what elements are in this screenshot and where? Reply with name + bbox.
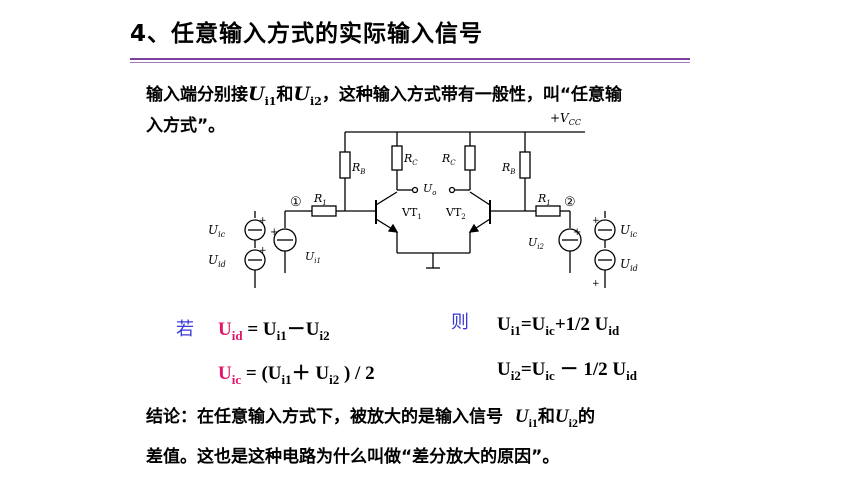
- conclusion-paragraph: 结论：在任意输入方式下，被放大的是输入信号 Ui1和Ui2的 差值。这也是这种电…: [146, 400, 766, 474]
- uo-label: Uo: [423, 182, 437, 197]
- page-title: 4、任意输入方式的实际输入信号: [130, 21, 484, 47]
- equation-ui1: Ui1=Uic+1/2 Uid: [497, 314, 620, 338]
- intro-text-1: 输入端分别接: [146, 85, 248, 105]
- intro-ui1: Ui1: [248, 83, 277, 108]
- rb-right-label: RB: [501, 161, 515, 176]
- svg-text:+: +: [592, 279, 600, 289]
- intro-ui2: Ui2: [293, 83, 322, 108]
- node1-label: ①: [290, 195, 302, 210]
- rc-right-label: RC: [441, 152, 456, 167]
- svg-text:+: +: [270, 227, 278, 238]
- ruo-label: 若: [176, 319, 194, 340]
- vt2-label: VT2: [445, 206, 466, 221]
- uic-left-label: Uic: [208, 223, 226, 239]
- conclusion-text-1: 结论：在任意输入方式下，被放大的是输入信号: [146, 407, 503, 427]
- title-underline: [130, 58, 690, 60]
- uic-right-label: Uic: [620, 223, 638, 239]
- uid-right-label: Uid: [620, 257, 638, 273]
- node2-label: ②: [564, 195, 576, 210]
- r1-right-label: R1: [537, 192, 551, 207]
- intro-text-2: ，这种输入方式带有一般性，叫“任意输: [321, 85, 623, 105]
- differential-amplifier-circuit: +VCC RB RC RC RB Uo VT1 VT2 R1 ① R1 ②: [208, 111, 638, 289]
- title-underline-thin: [130, 62, 690, 63]
- ui1-label: Ui1: [305, 250, 321, 265]
- vt1-label: VT1: [401, 206, 422, 221]
- conclusion-text-2: 的: [578, 407, 595, 427]
- rc-left-label: RC: [403, 152, 418, 167]
- r1-left-label: R1: [313, 192, 327, 207]
- ze-label: 则: [451, 312, 469, 333]
- equation-uic: Uic = (Ui1＋ Ui2 ) / 2: [218, 363, 375, 387]
- svg-text:+: +: [259, 216, 267, 226]
- svg-text:+: +: [592, 216, 600, 226]
- svg-text:+: +: [573, 227, 581, 238]
- conclusion-text-3: 差值。这也是这种电路为什么叫做“差分放大的原因”。: [146, 446, 560, 467]
- svg-text:+: +: [259, 246, 267, 256]
- conclusion-ui1: Ui1: [514, 406, 538, 430]
- vcc-label: +VCC: [550, 111, 581, 127]
- rb-left-label: RB: [351, 161, 365, 176]
- conclusion-he: 和: [537, 407, 555, 427]
- ui2-label: Ui2: [528, 236, 545, 251]
- uid-left-label: Uid: [208, 253, 226, 269]
- equation-uid: Uid = Ui1－Ui2: [218, 319, 330, 343]
- equation-ui2: Ui2=Uic － 1/2 Uid: [497, 359, 637, 383]
- intro-paragraph: 输入端分别接Ui1和Ui2，这种输入方式带有一般性，叫“任意输 入方式”。: [146, 82, 746, 139]
- intro-he: 和: [276, 85, 294, 105]
- intro-text-3: 入方式”。: [146, 115, 226, 136]
- conclusion-ui2: Ui2: [554, 406, 578, 430]
